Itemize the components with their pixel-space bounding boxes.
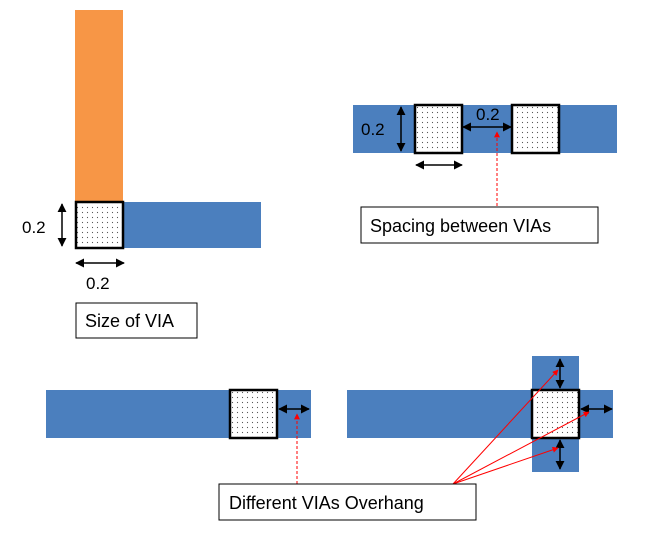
pointer-overhang-bottom [452, 446, 559, 485]
metal-blue-horizontal [123, 202, 261, 248]
via-width-label: 0.2 [86, 274, 110, 293]
metal-orange-vertical [75, 10, 123, 202]
via-square-left [413, 103, 464, 155]
via-spacing-label: 0.2 [476, 105, 500, 124]
caption-different-vias-overhang: Different VIAs Overhang [229, 493, 424, 513]
caption-box-overhang [218, 483, 477, 521]
via-overhang-left-group [46, 388, 311, 484]
via-size-group: 0.2 0.2 Size of VIA [22, 10, 261, 339]
via-square-right [510, 103, 561, 155]
pointer-overhang-right [452, 411, 590, 485]
caption-size-of-via: Size of VIA [85, 311, 174, 331]
via-square-overhang-left [228, 388, 279, 440]
via-height-label-2: 0.2 [361, 120, 385, 139]
caption-box-size [75, 302, 198, 339]
via-overhang-right-group [347, 356, 613, 485]
via-spacing-group: 0.2 0.2 Spacing between VIAs [353, 103, 617, 244]
via-square [74, 200, 125, 250]
pointer-overhang-top [452, 369, 559, 485]
caption-box-spacing [360, 206, 599, 244]
via-square-overhang-right [530, 388, 581, 440]
via-height-label: 0.2 [22, 218, 46, 237]
caption-spacing-between-vias: Spacing between VIAs [370, 216, 551, 236]
